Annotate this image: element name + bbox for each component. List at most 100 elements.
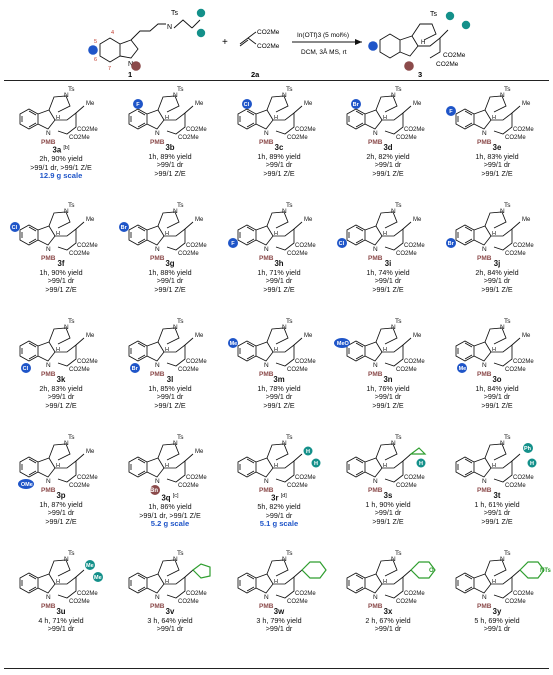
alkene-methyl-label: Me <box>86 101 95 107</box>
pyrrolidine-n-label: N <box>391 324 396 331</box>
ester-label-1: CO2Me <box>513 127 534 133</box>
ester-label-1: CO2Me <box>404 591 425 597</box>
ester-label-1: CO2Me <box>295 243 316 249</box>
selectivity-line: >99/1 dr <box>483 508 511 518</box>
ts-label: Ts <box>286 86 293 93</box>
pyrrolidine-n-label: N <box>391 556 396 563</box>
ring-h-label: H <box>274 579 278 585</box>
product-ts: Ts <box>430 11 438 18</box>
pyrrolidine-n-label: N <box>173 92 178 99</box>
aryl-substituent-badge <box>133 99 143 109</box>
aryl-substituent-label: Cl <box>23 366 29 372</box>
gram-scale-label: 5.2 g scale <box>150 519 190 529</box>
compound-id: 3r [d] <box>271 493 287 503</box>
reactant-1-structure <box>99 19 201 63</box>
ring-h-label: H <box>56 231 60 237</box>
pmb-label: PMB <box>368 139 383 146</box>
aryl-substituent-label: Br <box>353 102 360 108</box>
aryl-substituent-label: Br <box>448 241 455 247</box>
selectivity-line: >99/1 Z/E <box>263 400 295 410</box>
alkene-substituent-dot-2 <box>196 28 206 38</box>
selectivity-line: >99/1 dr <box>374 508 402 518</box>
selectivity-line: >99/1 dr <box>265 510 293 520</box>
aryl-substituent-badge <box>228 338 238 348</box>
compound-id: 3x <box>383 607 393 616</box>
ring-h-label: H <box>274 115 278 121</box>
reaction-time-yield: 2h, 90% yield <box>39 154 83 164</box>
alkene-h-badge <box>416 458 426 468</box>
pmb-label: PMB <box>477 603 492 610</box>
reaction-time-yield: 3 h, 79% yield <box>256 615 302 625</box>
ester-label-1: CO2Me <box>186 359 207 365</box>
compound-id: 3d <box>383 143 393 152</box>
skeleton <box>346 443 412 483</box>
ts-label: Ts <box>395 202 402 209</box>
ts-label: Ts <box>286 434 293 441</box>
position-4: 4 <box>111 30 114 36</box>
skeleton <box>455 211 521 251</box>
pmb-label: PMB <box>259 139 274 146</box>
indoline-n-label: N <box>155 246 160 253</box>
ring-h-label: H <box>274 463 278 469</box>
reaction-time-yield: 1h, 89% yield <box>257 151 301 161</box>
pmb-label: PMB <box>41 371 56 378</box>
indoline-n-label: N <box>46 246 51 253</box>
reaction-time-yield: 1h, 71% yield <box>257 267 301 277</box>
ester-label-1: CO2Me <box>186 591 207 597</box>
ring-h-label: H <box>56 347 60 353</box>
reactant-1-n-chain: N <box>167 24 172 31</box>
reactant-2-ester-2: CO2Me <box>257 43 280 50</box>
aryl-substituent-dot <box>88 45 98 55</box>
gram-scale-label: 5.1 g scale <box>259 519 299 529</box>
ts-label: Ts <box>504 318 511 325</box>
selectivity-line: >99/1 Z/E <box>372 400 404 410</box>
ring-h-label: H <box>274 347 278 353</box>
alkene-methyl-label: Me <box>195 101 204 107</box>
selectivity-line: >99/1 Z/E <box>481 168 513 178</box>
skeleton <box>128 327 194 367</box>
pyrrolidine-n-label: N <box>500 324 505 331</box>
pmb-label: PMB <box>259 255 274 262</box>
bottom-rule <box>4 668 549 669</box>
indoline-n-label: N <box>264 246 269 253</box>
ester-label-1: CO2Me <box>77 359 98 365</box>
alkene-h-label: H <box>530 461 534 467</box>
ring-h-label: H <box>165 579 169 585</box>
compound-id: 3o <box>492 375 502 384</box>
methyl-badge-2 <box>93 572 103 582</box>
ester-label-1: CO2Me <box>186 243 207 249</box>
skeleton <box>128 211 194 251</box>
ester-label-1: CO2Me <box>77 243 98 249</box>
reaction-time-yield: 1h, 74% yield <box>366 267 410 277</box>
alkene-methyl-label: Me <box>522 333 531 339</box>
cyclopentyl-ring <box>192 563 211 579</box>
skeleton <box>19 327 85 367</box>
piperidine-ring <box>519 561 545 579</box>
ts-label: Ts <box>395 318 402 325</box>
alkene-methyl-label: Me <box>413 217 422 223</box>
ts-label: Ts <box>395 434 402 441</box>
heteroatom-label: NTs <box>540 568 552 574</box>
selectivity-line: >99/1 dr <box>265 276 293 286</box>
indoline-n-label: N <box>373 246 378 253</box>
pyrrolidine-n-label: N <box>64 92 69 99</box>
ts-label: Ts <box>177 202 184 209</box>
ring-h-label: H <box>492 231 496 237</box>
compound-id: 3j <box>493 259 501 268</box>
skeleton <box>19 559 85 599</box>
reaction-time-yield: 1h, 76% yield <box>366 383 410 393</box>
